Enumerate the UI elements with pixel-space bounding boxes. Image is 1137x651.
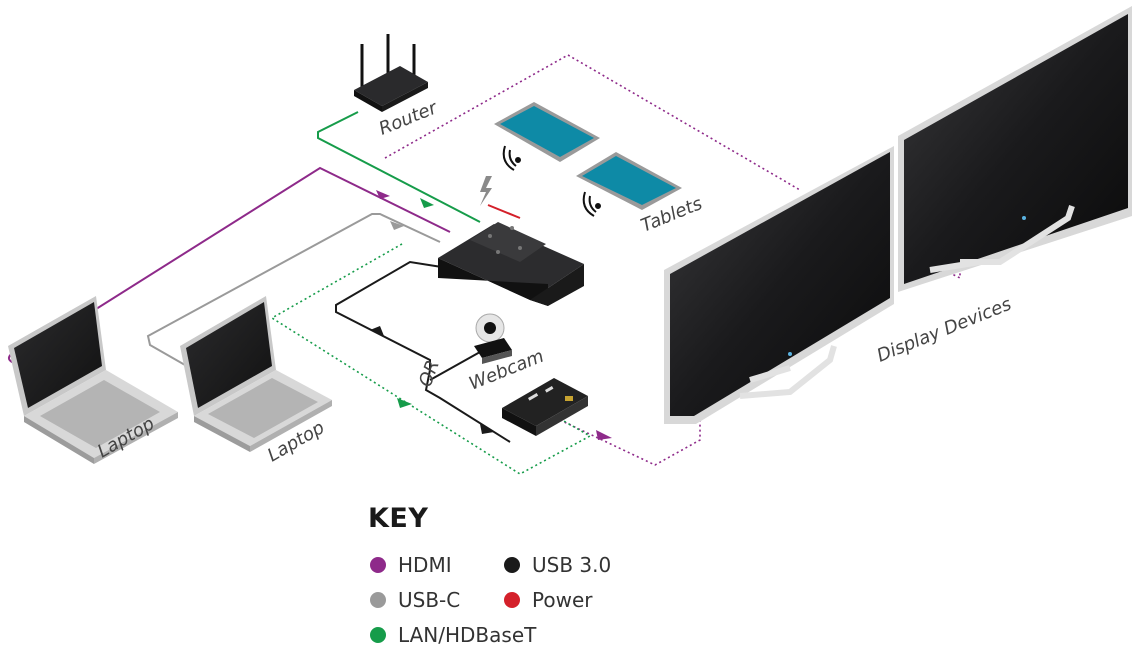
usb3-arrow-extender: [480, 424, 494, 434]
router-icon: [354, 34, 428, 112]
usb3-cable-loop: [335, 260, 511, 443]
key-title: KEY: [368, 503, 429, 534]
key-label: USB-C: [398, 588, 461, 612]
key-item-hdmi: HDMI: [370, 553, 452, 577]
usbc-swatch: [370, 592, 386, 608]
key-item-lan: LAN/HDBaseT: [370, 623, 536, 647]
usb3-arrow-hub: [370, 326, 384, 336]
tablet-icon: [494, 102, 682, 210]
display-devices-label: Display Devices: [874, 294, 1014, 367]
lan-swatch: [370, 627, 386, 643]
laptop-icon: [8, 296, 178, 464]
key-label: HDMI: [398, 553, 452, 577]
laptop-icon: [180, 296, 332, 452]
power-cable: [487, 204, 521, 219]
or-label: OR: [415, 357, 444, 389]
key-item-power: Power: [504, 588, 592, 612]
lan-arrow-hub: [420, 198, 434, 208]
lightning-icon: [480, 176, 492, 206]
key-label: LAN/HDBaseT: [398, 623, 537, 647]
wifi-icon: [502, 145, 601, 217]
hdmi-swatch: [370, 557, 386, 573]
hdmi-arrow-hub: [376, 190, 390, 199]
lan-cable-router-to-hub: [317, 111, 481, 223]
key-item-usb3: USB 3.0: [504, 553, 611, 577]
hub-icon: [438, 222, 584, 306]
power-swatch: [504, 592, 520, 608]
display-icon: [664, 6, 1132, 424]
usb3-cable-webcam: [429, 351, 481, 381]
hdmi-arrow-extender: [596, 430, 612, 440]
usb3-swatch: [504, 557, 520, 573]
hdmi-dotted-extender-to-display: [559, 418, 701, 466]
webcam-icon: [474, 313, 512, 364]
key-label: Power: [532, 588, 593, 612]
lan-arrow-extender: [397, 398, 412, 408]
key-item-usbc: USB-C: [370, 588, 460, 612]
extender-icon: [502, 378, 588, 436]
usbc-arrow-hub: [390, 221, 404, 230]
key-label: USB 3.0: [532, 553, 612, 577]
usbc-cable-laptop-to-hub: [146, 213, 441, 366]
